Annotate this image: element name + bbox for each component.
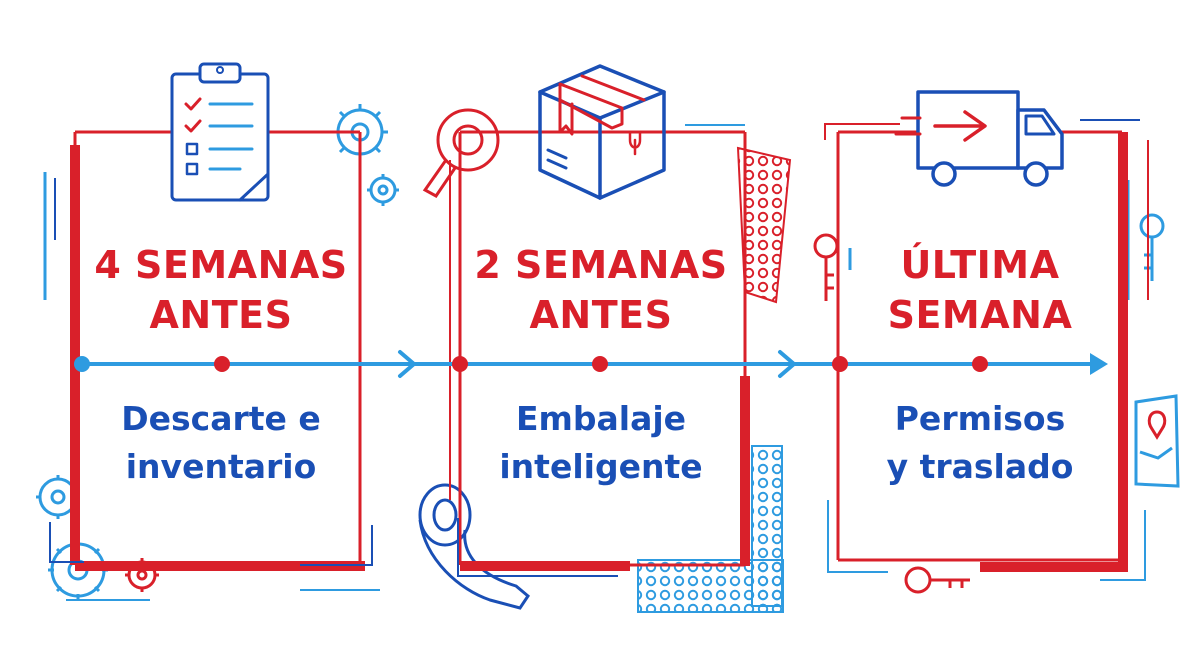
step-1-description-line2: inventario <box>125 447 317 486</box>
step-1-heading-line2: ANTES <box>149 293 293 337</box>
timeline-arrow-1 <box>398 350 416 378</box>
step-3-description-line2: y traslado <box>886 447 1074 486</box>
timeline-dot <box>74 356 90 372</box>
key-icon <box>904 566 970 594</box>
step-2-description-line2: inteligente <box>499 447 703 486</box>
step-1-heading-line1: 4 SEMANAS <box>94 243 348 287</box>
step-3-heading: ÚLTIMA SEMANA <box>840 240 1120 340</box>
step-2-heading-line2: ANTES <box>529 293 673 337</box>
step-2-heading: 2 SEMANAS ANTES <box>462 240 740 340</box>
step-1-description-line1: Descarte e <box>121 399 321 438</box>
timeline-dot <box>214 356 230 372</box>
step-1-description: Descarte e inventario <box>82 395 360 491</box>
map-pin-icon <box>1134 394 1180 488</box>
moving-truck-icon <box>894 90 1064 187</box>
step-2-frame <box>449 124 750 577</box>
step-3-heading-line2: SEMANA <box>887 293 1073 337</box>
timeline-arrowhead <box>1090 353 1108 375</box>
clipboard-checklist-icon <box>170 62 270 202</box>
tape-roll-icon <box>422 108 500 198</box>
step-3-frame <box>824 119 1149 581</box>
step-1-heading: 4 SEMANAS ANTES <box>82 240 360 340</box>
step-3-description-line1: Permisos <box>894 399 1066 438</box>
step-3-description: Permisos y traslado <box>840 395 1120 491</box>
step-2-description-line1: Embalaje <box>515 399 687 438</box>
step-2-heading-line1: 2 SEMANAS <box>474 243 728 287</box>
step-2-description: Embalaje inteligente <box>462 395 740 491</box>
timeline-dot <box>832 356 848 372</box>
bubble-wrap-icon <box>637 146 792 613</box>
step-1-frame <box>49 130 380 601</box>
timeline-arrow-2 <box>778 350 796 378</box>
timeline <box>74 350 1108 378</box>
timeline-dot <box>592 356 608 372</box>
step-3-heading-line1: ÚLTIMA <box>900 243 1060 287</box>
box-icon <box>538 64 666 200</box>
timeline-dot <box>972 356 988 372</box>
timeline-dot <box>452 356 468 372</box>
tape-roll-icon <box>418 483 530 610</box>
